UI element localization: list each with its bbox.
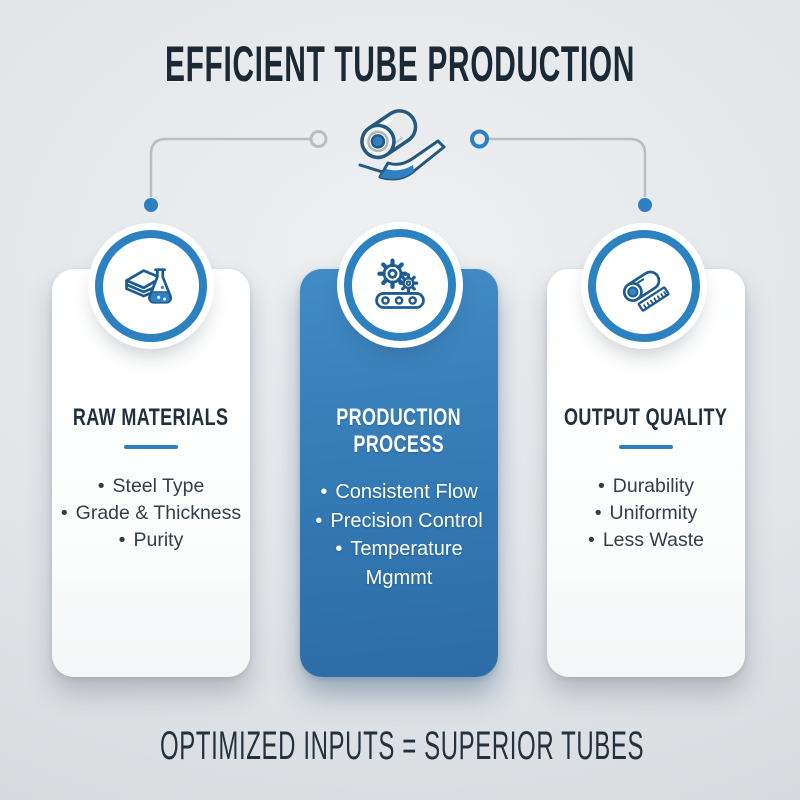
- list-item: • Grade & Thickness: [52, 500, 250, 527]
- list-item-label: Temperature Mgmmt: [350, 538, 463, 589]
- title-divider: [124, 445, 178, 449]
- card-raw-materials-body: RAW MATERIALS • Steel Type • Grade & Thick…: [52, 269, 250, 554]
- list-item: • Steel Type: [52, 473, 250, 500]
- list-item-label: Consistent Flow: [335, 481, 478, 503]
- card-output-quality-body: OUTPUT QUALITY •Durability •Uniformity •…: [547, 269, 745, 554]
- list-item-label: Less Waste: [602, 529, 704, 551]
- bullet-icon: •: [335, 538, 343, 560]
- left-node-dot-icon: [144, 198, 158, 212]
- coil-sheet-underside: [380, 165, 414, 179]
- bullet-icon: •: [97, 475, 105, 497]
- output-quality-badge: [588, 230, 700, 342]
- list-item: • Less Waste: [547, 527, 745, 554]
- card-title: PRODUCTION PROCESS: [336, 404, 462, 458]
- list-item-label: Precision Control: [330, 509, 483, 532]
- title-divider: [619, 445, 673, 449]
- bullet-icon: •: [597, 475, 605, 497]
- list-item: • Uniformity: [547, 500, 745, 527]
- bullet-icon: •: [320, 481, 328, 503]
- card-production-process-body: PRODUCTION PROCESS •Consistent Flow •Pre…: [300, 269, 498, 592]
- right-node-dot-icon: [638, 198, 652, 212]
- bullet-icon: •: [594, 502, 602, 524]
- tube-ruler-icon: [622, 270, 670, 312]
- list-item-label: Uniformity: [609, 502, 698, 524]
- bullet-list: •Durability •Uniformity •Less Waste: [547, 473, 745, 554]
- list-item: • Consistent Flow: [300, 478, 498, 507]
- gears-conveyor-icon: [375, 258, 425, 309]
- footer-tagline: OPTIMIZED INPUTS = SUPERIOR TUBES: [159, 724, 645, 768]
- right-connector-line: [488, 137, 647, 197]
- bullet-icon: •: [118, 529, 126, 551]
- page-title: EFFICIENT TUBE PRODUCTION: [164, 36, 635, 92]
- raw-materials-badge: [95, 230, 207, 342]
- right-node-ring-icon: [470, 129, 489, 149]
- card-raw-materials: RAW MATERIALS • Steel Type • Grade & Thick…: [52, 269, 250, 677]
- coil-roll: [360, 109, 418, 160]
- materials-flask-icon: [125, 268, 173, 304]
- list-item: • Temperature Mgmmt: [300, 535, 498, 592]
- bullet-icon: •: [588, 529, 595, 551]
- left-connector-line: [149, 137, 310, 197]
- list-item-label: Steel Type: [112, 475, 205, 497]
- production-process-badge: [344, 229, 456, 341]
- list-item: • Precision Control: [300, 507, 498, 536]
- bullet-list: • Steel Type • Grade & Thickness • Purity: [52, 473, 250, 554]
- list-item: • Purity: [52, 527, 250, 554]
- bullet-icon: •: [60, 502, 68, 524]
- list-item-label: Grade & Thickness: [75, 502, 242, 524]
- card-title: OUTPUT QUALITY: [564, 404, 728, 431]
- left-node-ring-icon: [309, 130, 328, 148]
- card-title: RAW MATERIALS: [73, 404, 229, 431]
- steel-coil-icon: [358, 109, 446, 181]
- list-item-label: Durability: [612, 475, 695, 497]
- list-item-label: Purity: [133, 529, 184, 551]
- list-item: • Durability: [547, 473, 745, 500]
- bullet-icon: •: [315, 509, 323, 532]
- bullet-list: •Consistent Flow •Precision Control •Tem…: [300, 478, 498, 592]
